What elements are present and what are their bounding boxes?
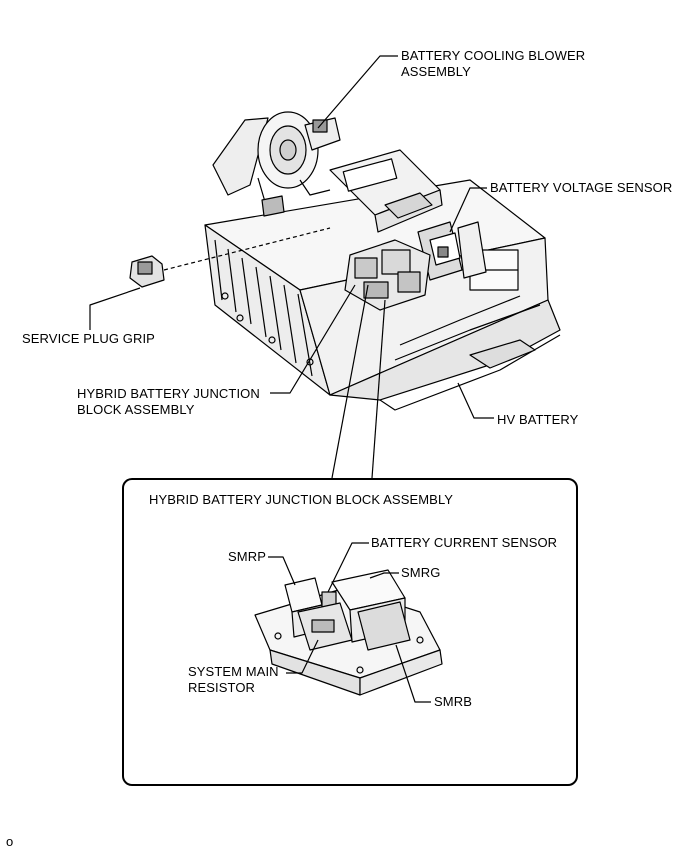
label-current-sensor: BATTERY CURRENT SENSOR bbox=[371, 535, 557, 551]
label-smrp-text: SMRP bbox=[228, 549, 266, 564]
detail-title: HYBRID BATTERY JUNCTION BLOCK ASSEMBLY bbox=[149, 492, 453, 508]
footer-mark: o bbox=[6, 834, 14, 849]
label-cooling-blower-line1: BATTERY COOLING BLOWER bbox=[401, 48, 586, 63]
label-hv-battery: HV BATTERY bbox=[497, 412, 578, 428]
label-smrp: SMRP bbox=[220, 549, 266, 565]
label-smrb-text: SMRB bbox=[434, 694, 472, 709]
label-current-sensor-text: BATTERY CURRENT SENSOR bbox=[371, 535, 558, 550]
label-service-plug-grip: SERVICE PLUG GRIP bbox=[22, 331, 155, 347]
label-junction-block-line2: BLOCK ASSEMBLY bbox=[77, 402, 195, 417]
voltage-sensor-drawing bbox=[417, 221, 487, 281]
service-plug-drawing bbox=[129, 227, 331, 288]
label-service-plug-grip-text: SERVICE PLUG GRIP bbox=[22, 331, 155, 346]
label-cooling-blower: BATTERY COOLING BLOWER ASSEMBLY bbox=[401, 48, 585, 80]
label-smrg: SMRG bbox=[401, 565, 440, 581]
label-hv-battery-text: HV BATTERY bbox=[497, 412, 579, 427]
label-system-main-resistor-line2: RESISTOR bbox=[188, 680, 256, 695]
label-system-main-resistor: SYSTEM MAIN RESISTOR bbox=[188, 664, 279, 696]
label-junction-block-line1: HYBRID BATTERY JUNCTION bbox=[77, 386, 260, 401]
label-voltage-sensor: BATTERY VOLTAGE SENSOR bbox=[490, 180, 672, 196]
cooling-blower-drawing bbox=[212, 111, 341, 217]
detail-junction-block-drawing bbox=[254, 569, 443, 696]
label-smrb: SMRB bbox=[434, 694, 472, 710]
label-voltage-sensor-text: BATTERY VOLTAGE SENSOR bbox=[490, 180, 673, 195]
label-junction-block: HYBRID BATTERY JUNCTION BLOCK ASSEMBLY bbox=[77, 386, 260, 418]
detail-inset-box bbox=[122, 478, 578, 786]
label-cooling-blower-line2: ASSEMBLY bbox=[401, 64, 471, 79]
label-smrg-text: SMRG bbox=[401, 565, 441, 580]
cooling-duct-drawing bbox=[329, 149, 443, 233]
detail-title-text: HYBRID BATTERY JUNCTION BLOCK ASSEMBLY bbox=[149, 492, 454, 507]
label-system-main-resistor-line1: SYSTEM MAIN bbox=[188, 664, 279, 679]
